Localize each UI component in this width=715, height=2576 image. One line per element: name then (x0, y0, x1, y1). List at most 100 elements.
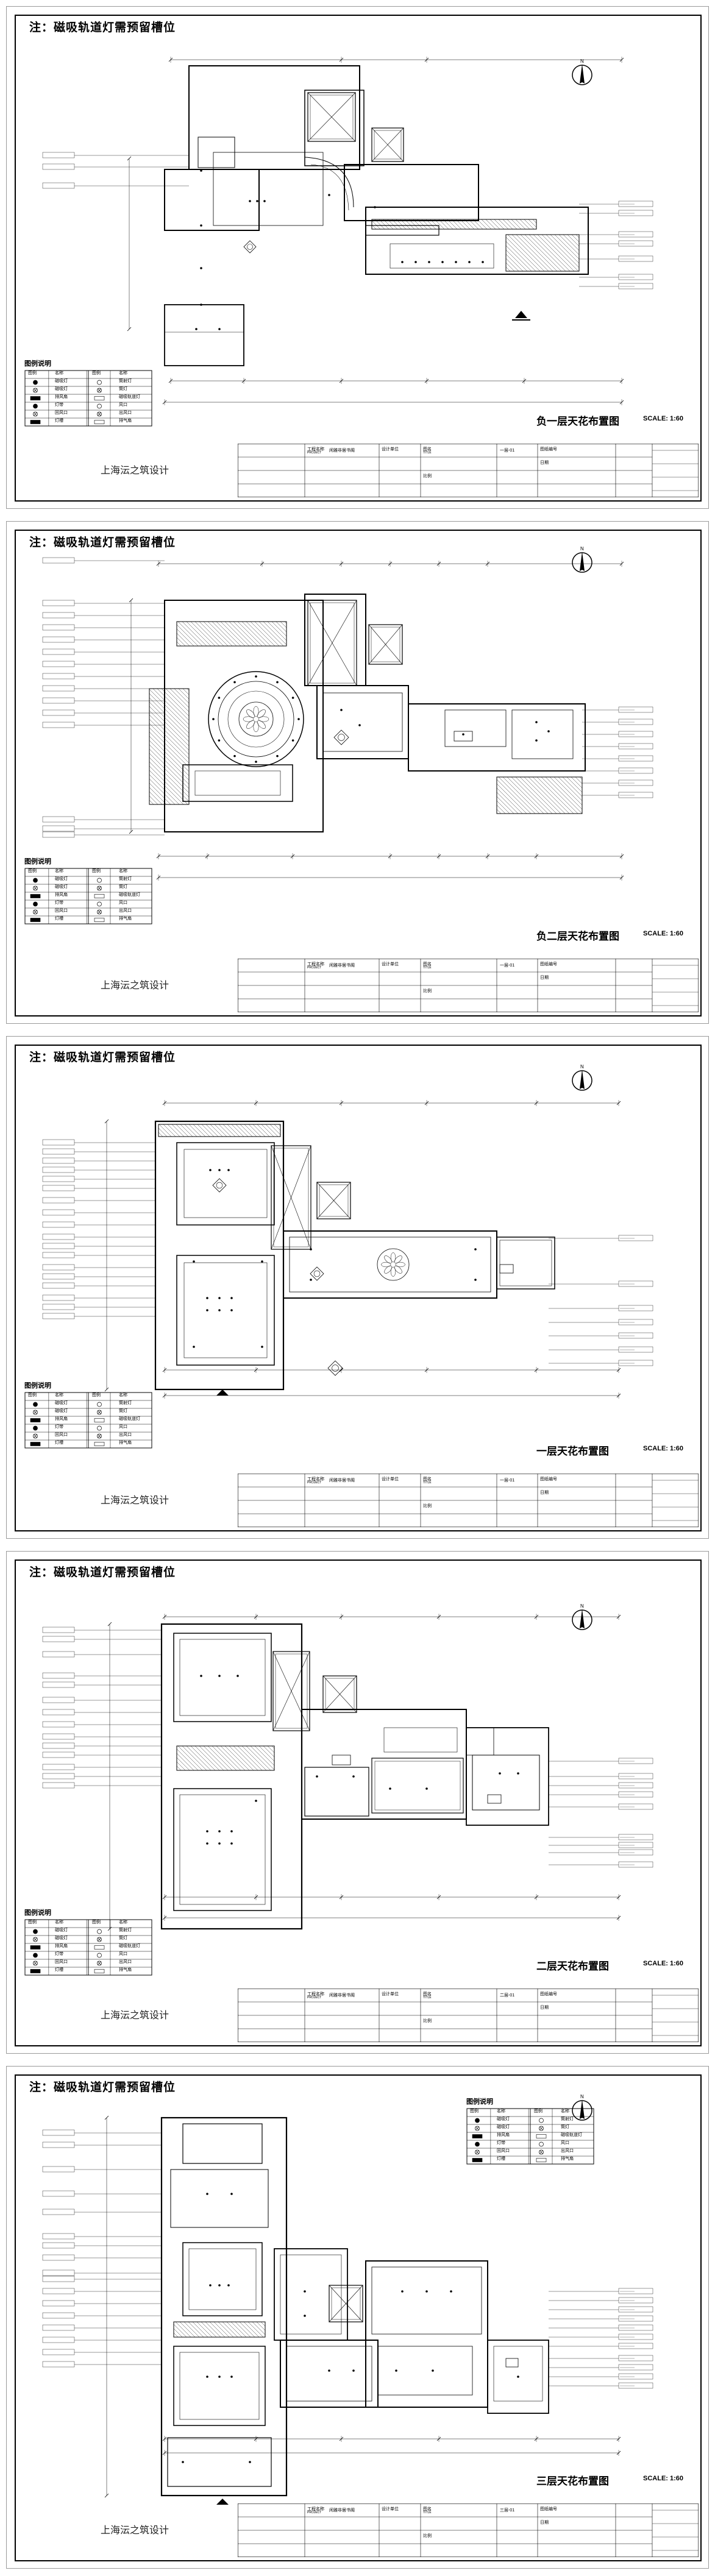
legend-name: 磁吸灯 (497, 2125, 510, 2129)
room-wall (466, 1727, 549, 1826)
label-box (42, 1709, 75, 1716)
hatch-line (199, 1745, 224, 1771)
wall (173, 2321, 266, 2338)
legend-symbol-icon (539, 2126, 544, 2131)
legend-name: 灯带 (55, 901, 63, 905)
hatch-line (220, 621, 246, 647)
hatch-line (188, 2321, 204, 2338)
legend-symbol-icon (97, 1929, 102, 1934)
north-needle (580, 1609, 585, 1628)
ceiling-recess (179, 2352, 260, 2420)
label-box (42, 2254, 75, 2261)
hatch-line (558, 776, 583, 801)
hatch-line (176, 1757, 190, 1771)
label-leader (549, 1360, 653, 1366)
label-leader (42, 1176, 155, 1182)
hatch-line (149, 731, 190, 772)
legend-symbol-icon (94, 1442, 105, 1446)
tb-date-label: 日期 (540, 461, 549, 465)
marker-diamond (243, 240, 257, 254)
pendant-petal (253, 706, 259, 717)
pendant-petal (394, 1265, 402, 1274)
legend-name: 灯带 (55, 403, 63, 407)
legend-name: 排气扇 (119, 419, 132, 423)
hatch-line (182, 621, 207, 647)
design-firm: 上海沄之筑设计 (101, 2009, 169, 2021)
shaft-diagonal (329, 2285, 363, 2322)
downlight (276, 754, 279, 758)
label-leader (549, 1782, 653, 1789)
room-wall (365, 207, 589, 275)
label-leader (549, 1849, 653, 1856)
label-leader (42, 2166, 162, 2173)
hatch-line (400, 219, 411, 230)
drawing-border (15, 1559, 702, 2046)
label-leader (42, 2312, 162, 2319)
legend-symbol-icon (475, 2126, 480, 2131)
label-leader (42, 2324, 162, 2331)
dim-tick (129, 598, 133, 603)
hatch-line (218, 1124, 232, 1137)
label-box (618, 1842, 653, 1848)
marker-diamond (327, 1360, 343, 1376)
legend-name: 出风口 (561, 2149, 574, 2153)
hatch-line (425, 219, 436, 230)
label-box (42, 697, 75, 704)
downlight (230, 1830, 233, 1833)
legend-labels: 图例名称图例名称磁吸灯筒射灯磁吸灯筒灯排风扇磁吸轨道灯灯带风口回风口出风口灯槽排… (24, 1389, 152, 1445)
ceiling-plan (42, 2115, 653, 2505)
legend-table: 图例说明图例名称图例名称磁吸灯筒射灯磁吸灯筒灯排风扇磁吸轨道灯灯带风口回风口出风… (24, 856, 152, 928)
label-leader (42, 1304, 155, 1310)
label-leader (42, 163, 189, 170)
label-leader (549, 1280, 653, 1287)
legend-grid (24, 1919, 152, 1976)
legend-symbol-icon (97, 403, 102, 409)
hatch-line (149, 795, 158, 805)
hatch-line (149, 761, 190, 802)
sheet-frame (6, 521, 709, 1024)
tb-project-label: 工程名称 (307, 962, 324, 967)
downlight (414, 261, 417, 263)
label-box (42, 182, 75, 189)
legend-name: 筒射灯 (119, 877, 132, 881)
hatch-line (505, 245, 532, 272)
wall (149, 688, 190, 805)
hatch-line (536, 776, 574, 814)
label-box (42, 2288, 75, 2294)
downlight (441, 261, 444, 263)
legend-header: 图例 (470, 2109, 478, 2113)
label-leader (579, 240, 653, 247)
hatch-line (532, 776, 570, 814)
tb-drawing-no: 二层-01 (500, 1993, 515, 1998)
symbol-x (97, 886, 102, 890)
legend-symbol-icon (33, 1960, 38, 1966)
hatch-line (532, 219, 537, 224)
label-leader (549, 1791, 653, 1798)
label-leader (42, 2269, 162, 2276)
downlight (200, 224, 202, 227)
hatch-line (434, 219, 445, 230)
legend-name: 磁吸轨道灯 (119, 893, 140, 897)
tb-project-sub: PROJECT (307, 1481, 322, 1485)
label-box (618, 755, 653, 762)
legend-symbol-icon (33, 403, 38, 409)
wall (272, 1651, 310, 1731)
dimension-bottom (162, 2436, 621, 2442)
label-leader (42, 1733, 162, 1740)
ceiling-recess (167, 2437, 272, 2487)
hatch-line (187, 688, 190, 691)
label-leader (549, 2343, 653, 2349)
downlight (256, 200, 258, 202)
hatch-line (371, 220, 381, 230)
legend-name: 风口 (119, 1952, 127, 1956)
hatch-band (176, 1745, 275, 1771)
legend-symbol-icon (475, 2149, 480, 2155)
symbol-box (94, 396, 105, 400)
hatch-line (494, 219, 505, 230)
wall (331, 2287, 361, 2320)
north-needle (580, 2099, 585, 2119)
label-box (42, 612, 75, 619)
hatch-line (149, 770, 184, 805)
marker-diamond (212, 1178, 227, 1193)
